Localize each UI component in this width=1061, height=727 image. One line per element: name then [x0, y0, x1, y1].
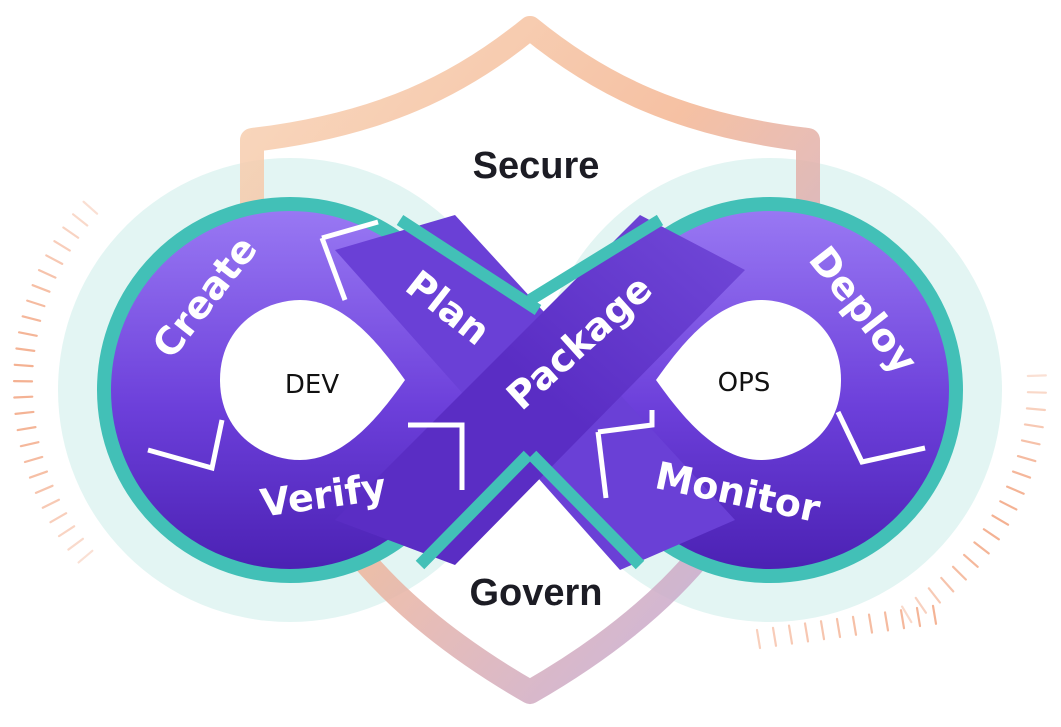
tick-mark — [915, 606, 922, 628]
divider-monitor-left — [595, 431, 609, 499]
divider-monitor-deploy — [835, 410, 926, 465]
tick-mark — [914, 596, 928, 614]
divider-plan-inner — [319, 237, 348, 301]
tick-mark — [19, 441, 40, 448]
tick-mark — [951, 565, 967, 581]
tick-mark — [982, 528, 1000, 541]
left-tick-arc — [12, 200, 99, 564]
tick-mark — [883, 611, 890, 632]
tick-mark — [973, 541, 990, 555]
divider-create-plan — [321, 219, 379, 241]
tick-mark — [1006, 485, 1025, 495]
tick-mark — [1026, 391, 1047, 394]
tick-mark — [14, 410, 35, 415]
tick-mark — [72, 213, 89, 227]
divider-create-verify — [147, 419, 225, 472]
tick-mark — [803, 622, 810, 643]
tick-mark — [901, 605, 913, 624]
tick-mark — [62, 226, 80, 239]
tick-mark — [49, 512, 68, 524]
tick-mark — [963, 553, 979, 568]
tick-mark — [755, 628, 762, 650]
tick-mark — [991, 514, 1010, 526]
tick-mark — [787, 624, 794, 645]
ops-loop-hole — [656, 300, 841, 460]
tick-mark — [17, 331, 38, 337]
tick-mark — [26, 299, 46, 308]
tick-mark — [34, 484, 54, 494]
tick-mark — [77, 549, 94, 564]
tick-mark — [1020, 439, 1041, 446]
dev-label: DEV — [285, 370, 339, 400]
tick-mark — [67, 537, 84, 551]
divider-verify-package — [408, 422, 465, 490]
tick-mark — [940, 576, 955, 593]
tick-mark — [57, 525, 76, 538]
tick-mark — [819, 620, 826, 641]
tick-mark — [45, 254, 64, 265]
tick-mark — [1025, 407, 1046, 412]
secure-label: Secure — [473, 145, 600, 187]
bottom-tick-row — [755, 604, 938, 650]
tick-mark — [835, 617, 842, 639]
tick-mark — [1011, 470, 1032, 479]
tick-mark — [21, 315, 42, 322]
govern-label: Govern — [469, 572, 602, 614]
divider-package-monitor — [597, 410, 655, 435]
tick-mark — [28, 470, 49, 479]
tick-mark — [851, 615, 858, 636]
tick-mark — [927, 587, 942, 604]
right-tick-arc — [901, 374, 1047, 624]
ops-label: OPS — [718, 368, 771, 398]
tick-mark — [1023, 423, 1044, 429]
tick-mark — [13, 363, 34, 368]
tick-mark — [867, 613, 874, 634]
tick-mark — [15, 347, 36, 352]
tick-mark — [23, 455, 44, 464]
tick-mark — [999, 500, 1018, 511]
tick-mark — [931, 604, 938, 625]
infinity-loop — [97, 197, 963, 583]
tick-mark — [16, 426, 37, 432]
dev-loop-hole — [220, 300, 405, 460]
tick-mark — [53, 240, 71, 252]
tick-mark — [37, 269, 57, 279]
tick-mark — [82, 200, 99, 215]
tick-mark — [31, 284, 51, 293]
package-band — [335, 215, 745, 565]
tick-mark — [13, 395, 34, 399]
tick-mark — [1026, 374, 1047, 378]
tick-mark — [771, 626, 778, 647]
tick-mark — [1016, 455, 1037, 463]
tick-mark — [41, 498, 61, 509]
tick-mark — [899, 609, 906, 630]
